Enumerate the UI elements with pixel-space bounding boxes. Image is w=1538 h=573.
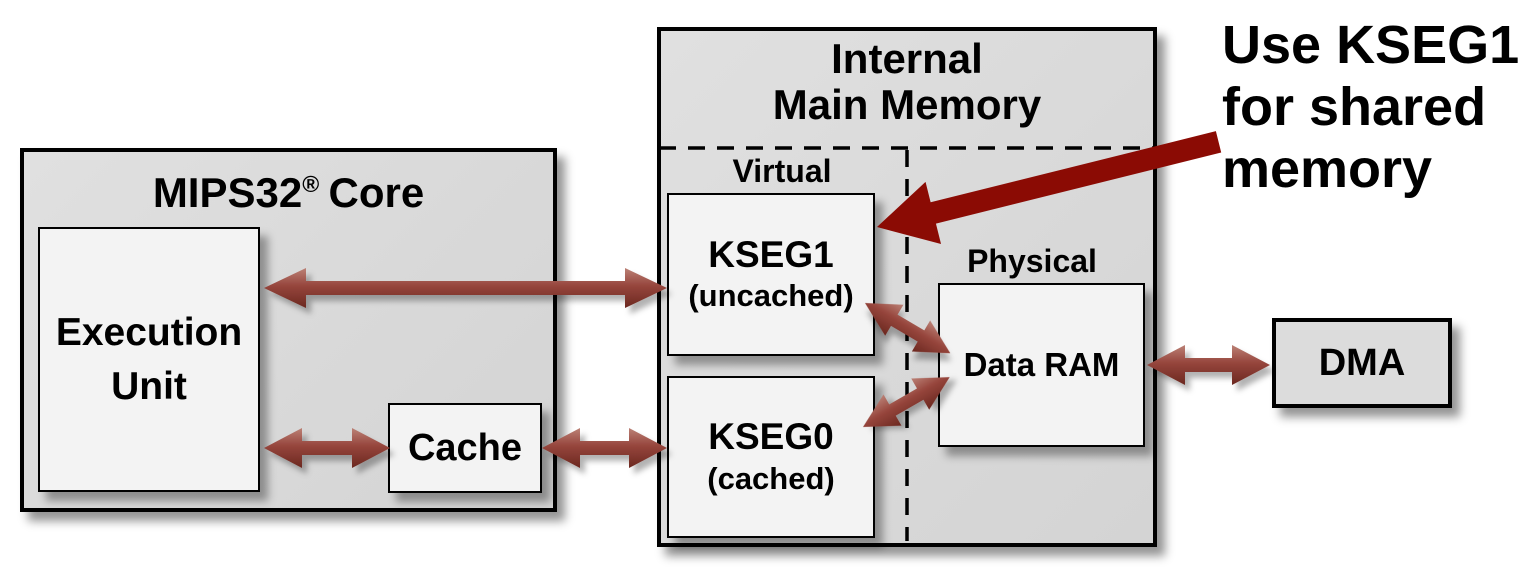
- kseg1-qualifier: (uncached): [688, 278, 854, 314]
- cache-kseg0-arrow: [542, 428, 667, 468]
- imm-title-line2: Main Memory: [772, 81, 1042, 129]
- kseg1-box: KSEG1 (uncached): [667, 193, 875, 356]
- annotation-line3: memory: [1222, 139, 1433, 199]
- annotation-text: Use KSEG1 for shared memory: [1222, 14, 1519, 200]
- kseg0-qualifier: (cached): [707, 460, 835, 496]
- kseg0-box: KSEG0 (cached): [667, 376, 875, 538]
- dma-box: DMA: [1272, 318, 1452, 408]
- annotation-line1: Use KSEG1: [1222, 15, 1520, 75]
- physical-section-label: Physical: [967, 243, 1097, 279]
- execution-unit-box: Execution Unit: [38, 227, 260, 492]
- cache-label: Cache: [407, 426, 523, 469]
- registered-trademark-symbol: ®: [302, 171, 320, 197]
- data-ram-label: Data RAM: [963, 346, 1120, 383]
- mips-core-title: MIPS32® Core: [20, 169, 557, 216]
- imm-title-line1: Internal: [831, 35, 983, 82]
- execution-unit-label-line1: Execution: [55, 310, 243, 354]
- mips-core-title-text: MIPS32: [152, 169, 303, 216]
- annotation-line2: for shared: [1222, 77, 1487, 137]
- dataram-dma-arrow: [1147, 345, 1270, 385]
- kseg0-label: KSEG0: [708, 416, 834, 458]
- execution-unit-label-line2: Unit: [111, 364, 187, 408]
- cache-box: Cache: [388, 403, 542, 493]
- mips-core-title-suffix: Core: [328, 169, 425, 216]
- data-ram-box: Data RAM: [938, 283, 1145, 447]
- virtual-section-label: Virtual: [732, 153, 832, 189]
- kseg1-label: KSEG1: [708, 233, 834, 275]
- internal-main-memory-title: Internal Main Memory: [657, 35, 1157, 129]
- dma-label: DMA: [1318, 341, 1406, 384]
